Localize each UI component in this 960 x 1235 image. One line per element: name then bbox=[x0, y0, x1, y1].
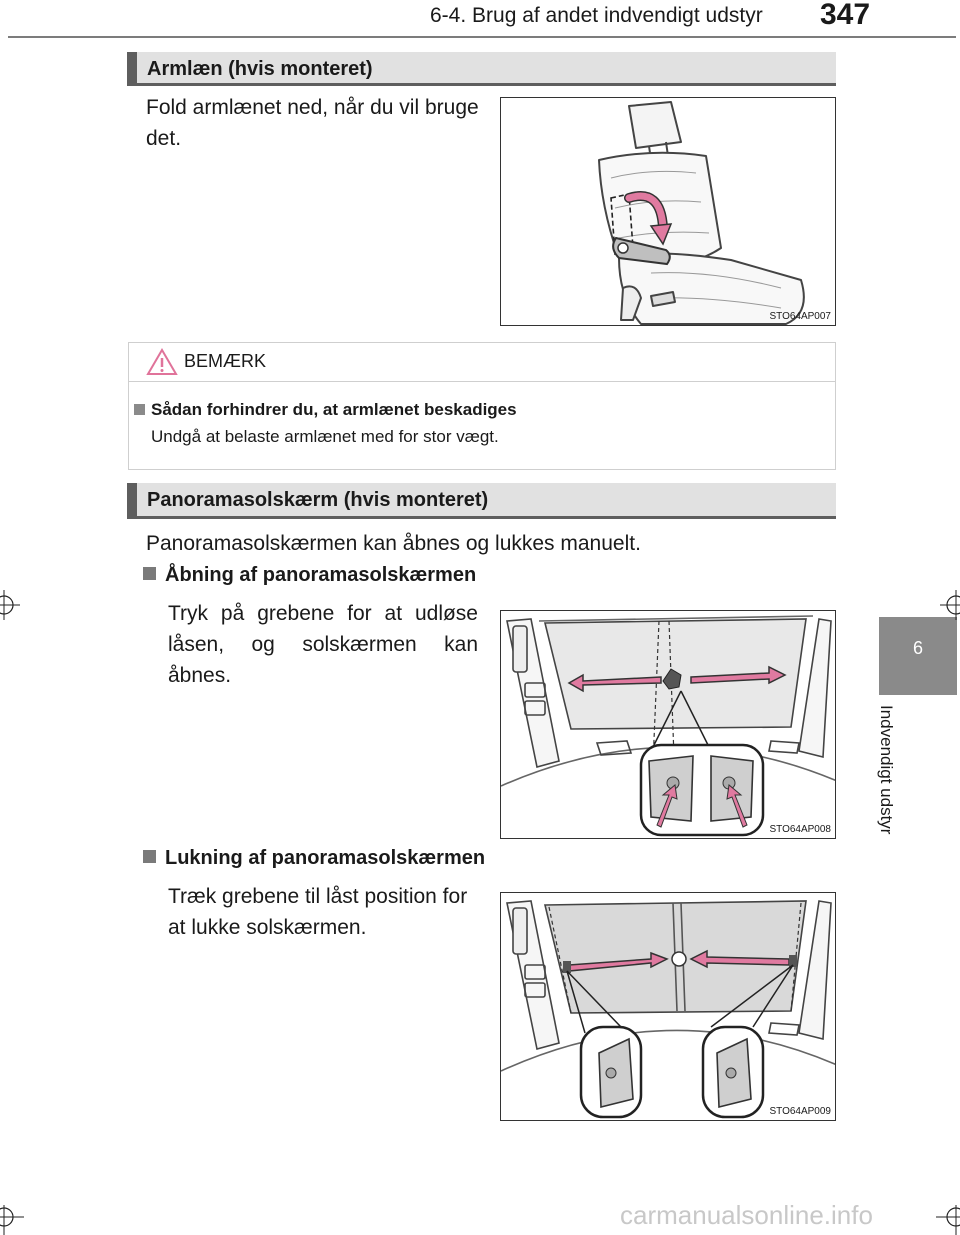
close-text: Træk grebene til låst position for at lu… bbox=[168, 885, 468, 939]
notice-text: Undgå at belaste armlænet med for stor v… bbox=[151, 427, 499, 446]
figure-code: STO64AP008 bbox=[769, 824, 831, 835]
square-bullet-icon bbox=[143, 567, 156, 580]
close-heading: Lukning af panoramasolskærmen bbox=[143, 847, 485, 870]
header-title: 6-4. Brug af andet indvendigt udstyr bbox=[430, 4, 763, 27]
page-number: 347 bbox=[820, 0, 871, 31]
roof-close-drawing bbox=[501, 900, 835, 1119]
roof-open-drawing bbox=[501, 615, 835, 837]
armrest-text: Fold armlænet ned, når du vil bruge det. bbox=[146, 96, 479, 150]
notice-header: BEMÆRK bbox=[129, 343, 835, 382]
warning-icon bbox=[146, 348, 178, 375]
crop-mark-icon bbox=[0, 1205, 24, 1235]
open-text: Tryk på grebene for at udløse låsen, og … bbox=[168, 602, 478, 687]
figure-code: STO64AP007 bbox=[769, 311, 831, 322]
header-rule bbox=[8, 36, 956, 38]
notice-label: BEMÆRK bbox=[184, 351, 267, 371]
open-heading-text: Åbning af panoramasolskærmen bbox=[165, 564, 477, 586]
crop-mark-icon bbox=[940, 590, 960, 620]
square-bullet-icon bbox=[143, 850, 156, 863]
chapter-label-text: Indvendigt udstyr bbox=[877, 705, 896, 835]
seat-drawing bbox=[598, 101, 805, 325]
chapter-number: 6 bbox=[912, 638, 923, 658]
crop-mark-icon bbox=[0, 590, 20, 620]
chapter-label: Indvendigt udstyr bbox=[868, 705, 908, 860]
open-heading: Åbning af panoramasolskærmen bbox=[143, 564, 476, 587]
notice-box: BEMÆRK Sådan forhindrer du, at armlænet … bbox=[128, 342, 836, 470]
sunshade-intro: Panoramasolskærmen kan åbnes og lukkes m… bbox=[146, 532, 641, 555]
chapter-tab bbox=[879, 617, 957, 695]
armrest-heading: Armlæn (hvis monteret) bbox=[127, 52, 836, 86]
notice-title: Sådan forhindrer du, at armlænet beskadi… bbox=[134, 400, 517, 420]
watermark: carmanualsonline.info bbox=[620, 1200, 873, 1230]
close-heading-text: Lukning af panoramasolskærmen bbox=[165, 847, 486, 869]
armrest-illustration: STO64AP007 bbox=[500, 97, 836, 326]
square-bullet-icon bbox=[134, 404, 145, 415]
figure-code: STO64AP009 bbox=[769, 1106, 831, 1117]
crop-mark-icon bbox=[936, 1205, 960, 1235]
sunshade-heading: Panoramasolskærm (hvis monteret) bbox=[127, 483, 836, 519]
sunshade-open-illustration: STO64AP008 bbox=[500, 610, 836, 839]
notice-title-text: Sådan forhindrer du, at armlænet beskadi… bbox=[151, 400, 517, 419]
sunshade-close-illustration: STO64AP009 bbox=[500, 892, 836, 1121]
